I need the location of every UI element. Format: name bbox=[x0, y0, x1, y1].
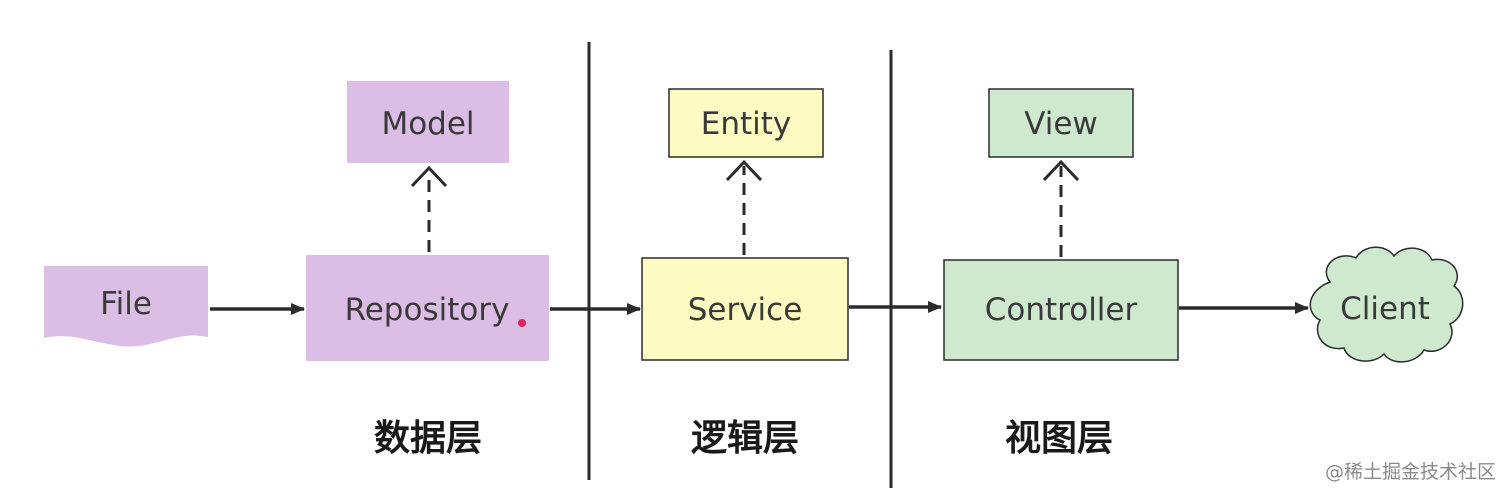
view-label: View bbox=[1024, 106, 1098, 142]
dependency-repository-to-model bbox=[410, 165, 448, 252]
model-label: Model bbox=[381, 106, 474, 142]
model-node: Model bbox=[347, 81, 509, 163]
model-box bbox=[347, 81, 509, 163]
service-box bbox=[641, 257, 849, 361]
pointer-dot bbox=[518, 319, 526, 327]
dependency-service-to-entity bbox=[725, 159, 763, 255]
file-label: File bbox=[100, 286, 152, 322]
controller-box bbox=[943, 259, 1179, 361]
entity-box bbox=[668, 88, 824, 158]
layer-label-view: 视图层 bbox=[1005, 418, 1113, 459]
controller-label: Controller bbox=[985, 292, 1138, 328]
file-node: File bbox=[44, 266, 208, 347]
dependency-controller-to-view bbox=[1042, 159, 1080, 257]
file-shape bbox=[44, 266, 208, 347]
view-box bbox=[988, 88, 1134, 158]
client-cloud-shape bbox=[1309, 246, 1464, 363]
repository-node: Repository bbox=[306, 255, 549, 361]
controller-node: Controller bbox=[943, 259, 1179, 361]
repository-box bbox=[306, 255, 549, 361]
service-label: Service bbox=[688, 292, 803, 328]
client-node: Client bbox=[1309, 246, 1464, 363]
view-node: View bbox=[988, 88, 1134, 158]
watermark: @稀土掘金技术社区 bbox=[1325, 461, 1496, 483]
service-node: Service bbox=[641, 257, 849, 361]
layer-label-logic: 逻辑层 bbox=[691, 418, 799, 459]
entity-node: Entity bbox=[668, 88, 824, 158]
layer-label-data: 数据层 bbox=[374, 418, 482, 459]
repository-label: Repository bbox=[345, 292, 510, 328]
entity-label: Entity bbox=[701, 106, 792, 142]
client-label: Client bbox=[1340, 291, 1430, 327]
